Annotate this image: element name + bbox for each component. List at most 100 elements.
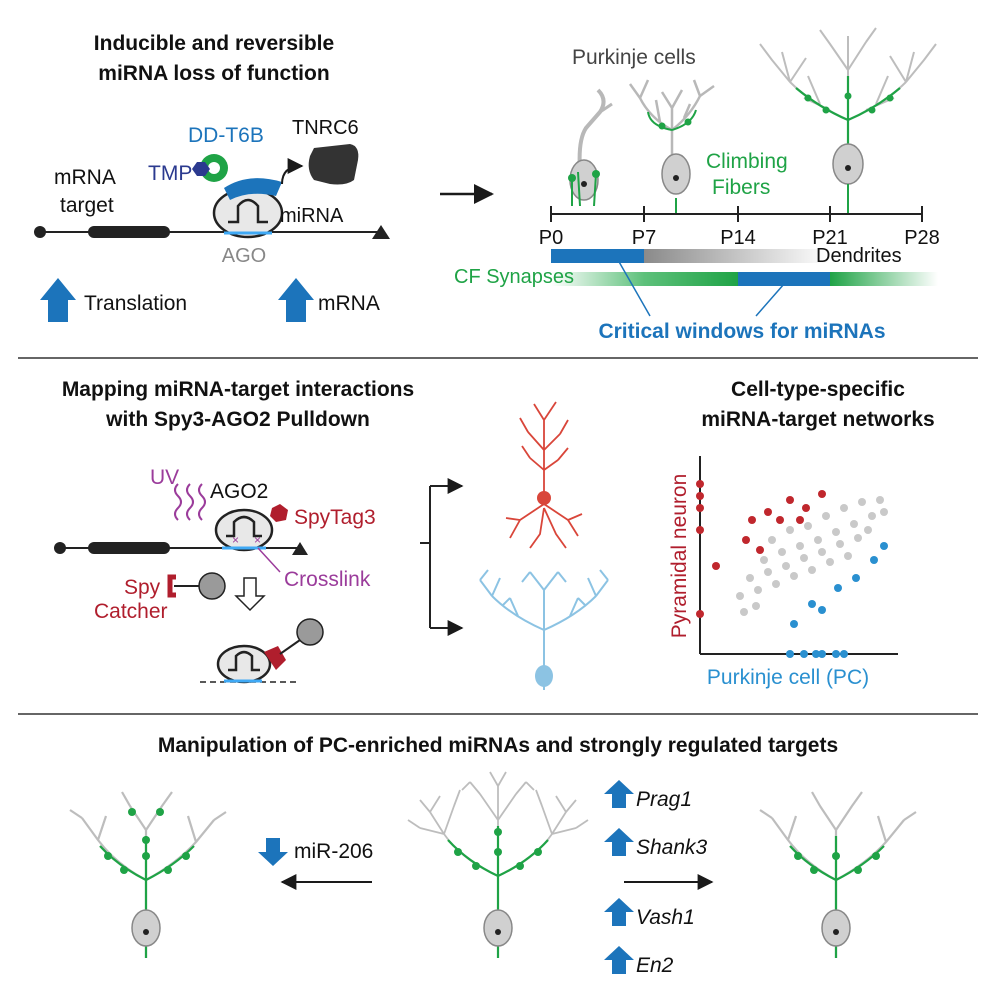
shank3-up-arrow-icon bbox=[604, 828, 634, 856]
tmp-label: TMP bbox=[148, 162, 192, 185]
panel1-title-line1: Inducible and reversible bbox=[94, 32, 334, 55]
scatter-point bbox=[756, 546, 764, 554]
target-shank3: Shank3 bbox=[636, 836, 708, 859]
scatter-point bbox=[864, 526, 872, 534]
scatter-point bbox=[778, 548, 786, 556]
scatter-point bbox=[836, 540, 844, 548]
scatter-point bbox=[840, 504, 848, 512]
scatter-point bbox=[880, 508, 888, 516]
ago-protein bbox=[214, 189, 282, 237]
en2-up-arrow-icon bbox=[604, 946, 634, 974]
scatter-point bbox=[790, 620, 798, 628]
spy-label: Spy bbox=[124, 576, 161, 599]
critical-windows-label: Critical windows for miRNAs bbox=[598, 320, 885, 343]
mrna-up-label: mRNA bbox=[318, 292, 380, 315]
scatter-point bbox=[712, 562, 720, 570]
translation-label: Translation bbox=[84, 292, 187, 315]
scatter-point bbox=[808, 600, 816, 608]
purkinje-cells-label: Purkinje cells bbox=[572, 46, 696, 69]
cf-synapses-bar-early bbox=[551, 272, 738, 286]
scatter-point bbox=[876, 496, 884, 504]
scatter-points bbox=[696, 480, 888, 658]
scatter-point bbox=[800, 650, 808, 658]
uv-label: UV bbox=[150, 466, 179, 489]
purkinje-cell-early bbox=[568, 90, 612, 206]
scatter-point bbox=[832, 650, 840, 658]
mrna-up-arrow-icon bbox=[278, 278, 314, 322]
cf-synapses-critical-window bbox=[738, 272, 830, 286]
branch-bracket bbox=[420, 486, 430, 628]
panel1-title-line2: miRNA loss of function bbox=[98, 62, 329, 85]
scatter-point bbox=[832, 528, 840, 536]
purkinje-reduced-right bbox=[760, 792, 916, 958]
scatter-point bbox=[870, 556, 878, 564]
scatter-point bbox=[850, 520, 858, 528]
mir206-label: miR-206 bbox=[294, 840, 373, 863]
panel-purkinje-timeline: Purkinje cells Climbing Fibers bbox=[454, 28, 940, 343]
panel3-title-line1: Mapping miRNA-target interactions bbox=[62, 378, 414, 401]
timeline-label-p14: P14 bbox=[720, 227, 756, 249]
scatter-point bbox=[736, 592, 744, 600]
scatter-point bbox=[754, 586, 762, 594]
mrna-coding-region bbox=[88, 226, 170, 238]
mrna-coding-2 bbox=[88, 542, 170, 554]
panel3-title-line2: with Spy3-AGO2 Pulldown bbox=[105, 408, 370, 431]
mrna-5prime-cap bbox=[34, 226, 46, 238]
purkinje-cell-mature bbox=[760, 28, 936, 214]
mirna-label: miRNA bbox=[280, 205, 344, 227]
critical-window-pointer-2 bbox=[756, 284, 784, 316]
vash1-up-arrow-icon bbox=[604, 898, 634, 926]
panel4-title-line1: Cell-type-specific bbox=[731, 378, 905, 401]
cf-synapses-bar-late bbox=[830, 272, 938, 286]
scatter-point bbox=[752, 602, 760, 610]
scatter-point bbox=[748, 516, 756, 524]
scatter-point bbox=[880, 542, 888, 550]
pulldown-bead-icon bbox=[297, 619, 323, 645]
scatter-point bbox=[808, 566, 816, 574]
scatter-point bbox=[786, 496, 794, 504]
scatter-point bbox=[796, 516, 804, 524]
scatter-point bbox=[802, 504, 810, 512]
scatter-point bbox=[740, 608, 748, 616]
scatter-point bbox=[854, 534, 862, 542]
pyramidal-neuron-red bbox=[506, 402, 582, 548]
scatter-point bbox=[776, 516, 784, 524]
ago2-label: AGO2 bbox=[210, 480, 268, 503]
dd-green-inner bbox=[208, 162, 220, 174]
scatter-point bbox=[782, 562, 790, 570]
panel-manipulation: Manipulation of PC-enriched miRNAs and s… bbox=[70, 734, 916, 977]
scatter-point bbox=[868, 512, 876, 520]
scatter-point bbox=[840, 650, 848, 658]
critical-window-pointer-1 bbox=[618, 260, 650, 316]
climbing-fibers-line2: Fibers bbox=[712, 176, 770, 199]
catcher-label: Catcher bbox=[94, 600, 168, 623]
pulldown-linker bbox=[280, 640, 300, 654]
dendrites-label: Dendrites bbox=[816, 245, 902, 267]
panel5-title: Manipulation of PC-enriched miRNAs and s… bbox=[158, 734, 838, 757]
purkinje-full-center bbox=[408, 772, 588, 958]
scatter-point bbox=[804, 522, 812, 530]
scatter-point bbox=[818, 650, 826, 658]
scatter-point bbox=[696, 504, 704, 512]
panel-mirna-loss-of-function: Inducible and reversible miRNA loss of f… bbox=[34, 32, 390, 322]
scatter-point bbox=[826, 558, 834, 566]
scatter-point bbox=[764, 508, 772, 516]
scatter-point bbox=[696, 526, 704, 534]
crosslink-pointer bbox=[258, 548, 280, 572]
panel-spy3-ago2-pulldown: Mapping miRNA-target interactions with S… bbox=[54, 378, 608, 690]
prag1-up-arrow-icon bbox=[604, 780, 634, 808]
scatter-point bbox=[800, 554, 808, 562]
scatter-point bbox=[852, 574, 860, 582]
dendrites-critical-window bbox=[551, 249, 644, 263]
crosslink-label: Crosslink bbox=[284, 568, 371, 591]
scatter-point bbox=[834, 584, 842, 592]
scatter-point bbox=[796, 542, 804, 550]
scatter-point bbox=[844, 552, 852, 560]
scatter-point bbox=[760, 556, 768, 564]
mrna-cap-2 bbox=[54, 542, 66, 554]
target-en2: En2 bbox=[636, 954, 674, 977]
scatter-point bbox=[786, 526, 794, 534]
scatter-point bbox=[696, 610, 704, 618]
scatter-point bbox=[790, 572, 798, 580]
